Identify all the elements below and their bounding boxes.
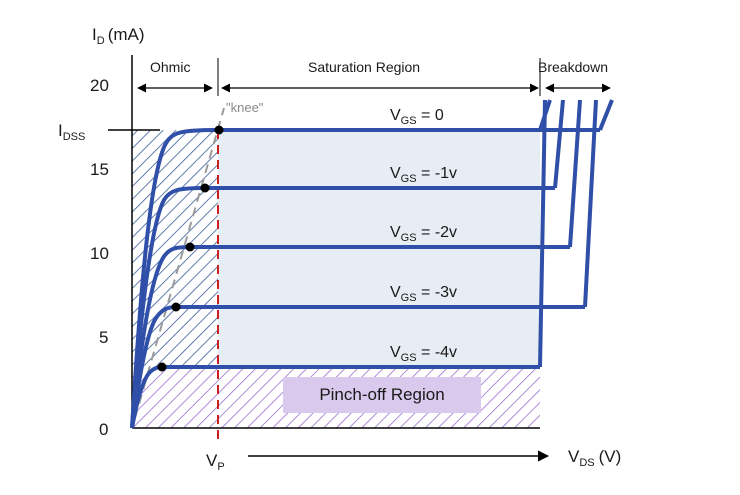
breakdown-label: Breakdown [538, 59, 608, 75]
knee-dot-0 [214, 125, 224, 135]
y-axis-label: ID(mA) [92, 25, 145, 47]
y-tick-0: 0 [99, 420, 108, 439]
vp-label: VP [206, 451, 225, 473]
knee-label: "knee" [226, 100, 264, 115]
breakdown-riser-0 [538, 99, 547, 368]
knee-line [134, 107, 225, 419]
knee-dot-4 [157, 362, 167, 372]
vgs-label-2: VGS = -2v [390, 224, 457, 244]
curves-group [130, 99, 614, 429]
y-tick-15: 15 [90, 160, 109, 179]
breakdown-riser-1 [538, 99, 552, 131]
y-tick-5: 5 [99, 328, 108, 347]
breakdown-riser-5 [598, 99, 614, 131]
vgs-label-3: VGS = -3v [390, 284, 457, 304]
idss-label: IDSS [58, 121, 85, 143]
vgs-label-4: VGS = -4v [390, 344, 457, 364]
ohmic-label: Ohmic [150, 59, 190, 75]
knee-dot-1 [200, 183, 210, 193]
vgs-label-0: VGS = 0 [390, 107, 444, 127]
vgs-label-1: VGS = -1v [390, 165, 457, 185]
breakdown-riser-4 [583, 99, 598, 308]
pinch-off-box [283, 377, 481, 413]
y-tick-20: 20 [90, 76, 109, 95]
breakdown-riser-2 [553, 99, 565, 189]
pinch-off-label: Pinch-off Region [319, 385, 444, 404]
y-tick-10: 10 [90, 244, 109, 263]
breakdown-riser-3 [568, 99, 582, 248]
curve-vgs-minus-2 [130, 245, 570, 429]
saturation-label: Saturation Region [308, 59, 420, 75]
knee-dot-3 [171, 302, 181, 312]
curve-vgs-minus-1 [130, 186, 555, 429]
curve-vgs-minus-3 [130, 305, 585, 429]
x-axis-label: VDS(V) [568, 447, 621, 469]
knee-dot-2 [185, 242, 195, 252]
